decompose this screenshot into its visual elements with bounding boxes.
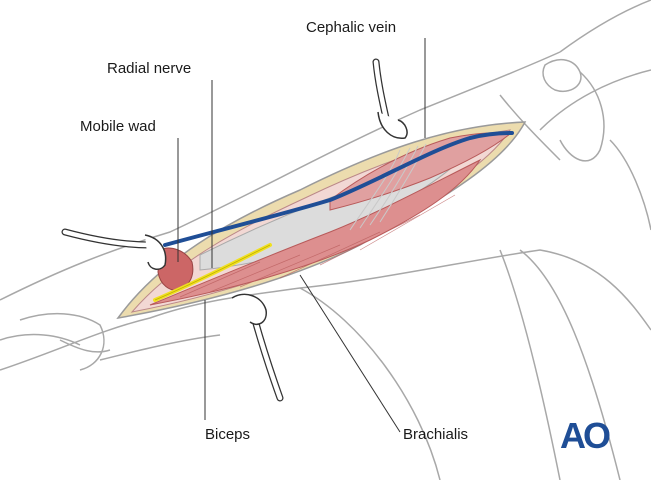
retractor-bottom	[231, 293, 284, 402]
retractor-left	[61, 228, 167, 270]
tendon-fibers	[349, 143, 427, 231]
brachialis-muscle	[149, 158, 482, 306]
muscle-fibers	[179, 194, 456, 298]
retractor-top	[372, 58, 408, 139]
label-biceps: Biceps	[205, 426, 251, 443]
leader-brachialis	[299, 274, 401, 433]
label-brachialis: Brachialis	[403, 426, 469, 443]
label-radial-nerve: Radial nerve	[107, 60, 192, 77]
label-cephalic-vein: Cephalic vein	[306, 19, 397, 36]
cephalic-vein	[163, 131, 514, 247]
label-mobile-wad: Mobile wad	[80, 118, 156, 135]
ao-logo: AO	[560, 415, 611, 456]
leader-lines	[177, 38, 426, 433]
